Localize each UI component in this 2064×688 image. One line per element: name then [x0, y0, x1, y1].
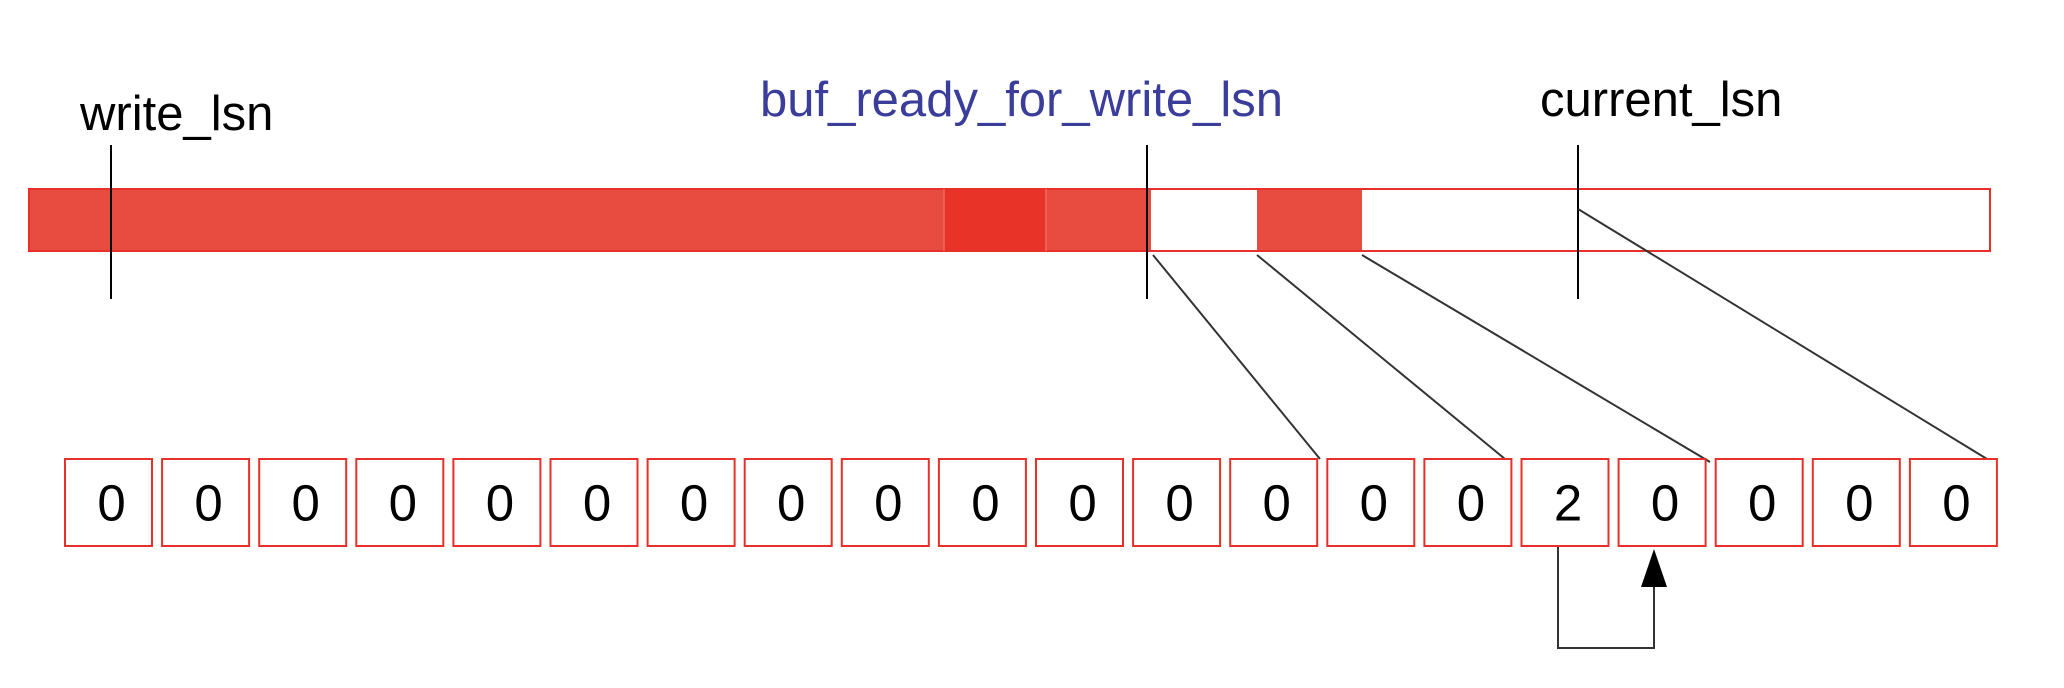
slot-cell: 0 — [1423, 458, 1513, 547]
slot-cell-box — [840, 458, 930, 547]
slot-cell-value: 0 — [1360, 475, 1388, 532]
slot-cell-value: 0 — [389, 475, 417, 532]
slot-cell: 0 — [1617, 458, 1707, 547]
mapping-line — [1256, 254, 1506, 460]
slot-array: 0 0 0 0 0 0 0 0 0 0 0 0 0 0 0 2 0 0 0 0 — [64, 458, 1998, 547]
slot-cell: 0 — [452, 458, 542, 547]
slot-cell-box — [258, 458, 348, 547]
slot-cell: 0 — [1326, 458, 1416, 547]
slot-cell-value: 0 — [777, 475, 805, 532]
slot-cell: 0 — [549, 458, 639, 547]
arrow-path — [1557, 547, 1655, 649]
slot-cell-box — [549, 458, 639, 547]
slot-cell: 0 — [937, 458, 1027, 547]
slot-cell-value: 0 — [874, 475, 902, 532]
slot-cell-box — [1520, 458, 1610, 547]
slot-cell-box — [1132, 458, 1222, 547]
slot-cell-value: 0 — [97, 475, 125, 532]
slot-cell-value: 0 — [1068, 475, 1096, 532]
write-lsn-label: write_lsn — [79, 87, 273, 141]
slot-cell: 0 — [1132, 458, 1222, 547]
slot-cell-value: 0 — [583, 475, 611, 532]
slot-cell-value: 0 — [680, 475, 708, 532]
slot-cell: 0 — [161, 458, 251, 547]
slot-cell: 0 — [355, 458, 445, 547]
slot-cell-value: 0 — [971, 475, 999, 532]
slot-cell: 0 — [1811, 458, 1901, 547]
slot-cell: 0 — [64, 458, 153, 547]
current-lsn-label: current_lsn — [1540, 73, 1782, 127]
slot-cell-box — [452, 458, 542, 547]
slot-cell: 0 — [1908, 458, 1998, 547]
mapping-line — [1577, 208, 1988, 460]
mapping-line — [1361, 254, 1711, 463]
slot-cell-value: 0 — [292, 475, 320, 532]
buf-ready-for-write-lsn-label: buf_ready_for_write_lsn — [760, 73, 1283, 127]
slot-cell-value: 0 — [194, 475, 222, 532]
buffer-outline — [28, 188, 1991, 252]
buffer-filled-region-2 — [1257, 189, 1362, 251]
slot-cell-value: 2 — [1554, 475, 1582, 532]
arrow-head — [1641, 549, 1667, 587]
slot-cell: 2 — [1520, 458, 1610, 547]
slot-cell: 0 — [1035, 458, 1124, 547]
mapping-lines — [1152, 208, 1988, 463]
log-buffer-bar — [28, 188, 1991, 252]
mapping-line — [1152, 254, 1321, 460]
slot-cell: 0 — [258, 458, 348, 547]
slot-cell-box — [743, 458, 833, 547]
slot-cell-box — [161, 458, 251, 547]
slot-cell-value: 0 — [1748, 475, 1776, 532]
slot-cell: 0 — [646, 458, 736, 547]
slot-cell: 0 — [743, 458, 833, 547]
slot-cell-value: 0 — [1942, 475, 1970, 532]
slot-cell-box — [1229, 458, 1319, 547]
slot-cell: 0 — [1229, 458, 1319, 547]
slot-cell-box — [1617, 458, 1707, 547]
slot-cell-box — [646, 458, 736, 547]
slot-cell-box — [1714, 458, 1804, 547]
slot-cell-value: 0 — [1651, 475, 1679, 532]
slot-cell-box — [1811, 458, 1901, 547]
buffer-gap-region — [1151, 189, 1257, 251]
slot-cell: 0 — [840, 458, 930, 547]
buffer-empty-region — [1362, 189, 1990, 251]
slot-cell-box — [1423, 458, 1513, 547]
slot-cell-value: 0 — [1457, 475, 1485, 532]
slot-cell: 0 — [1714, 458, 1804, 547]
slot-cell-box — [1326, 458, 1416, 547]
slot-cell-box — [937, 458, 1027, 547]
slot-cell-value: 0 — [1845, 475, 1873, 532]
slot-cell-box — [64, 458, 153, 547]
slot-cell-box — [355, 458, 445, 547]
slot-cell-box — [1908, 458, 1998, 547]
slot-cell-box — [1035, 458, 1124, 547]
slot-cell-value: 0 — [1165, 475, 1193, 532]
next-slot-arrow — [1557, 547, 1667, 649]
slot-cell-value: 0 — [1263, 475, 1291, 532]
buffer-highlight-block — [944, 189, 1046, 251]
slot-cell-value: 0 — [486, 475, 514, 532]
